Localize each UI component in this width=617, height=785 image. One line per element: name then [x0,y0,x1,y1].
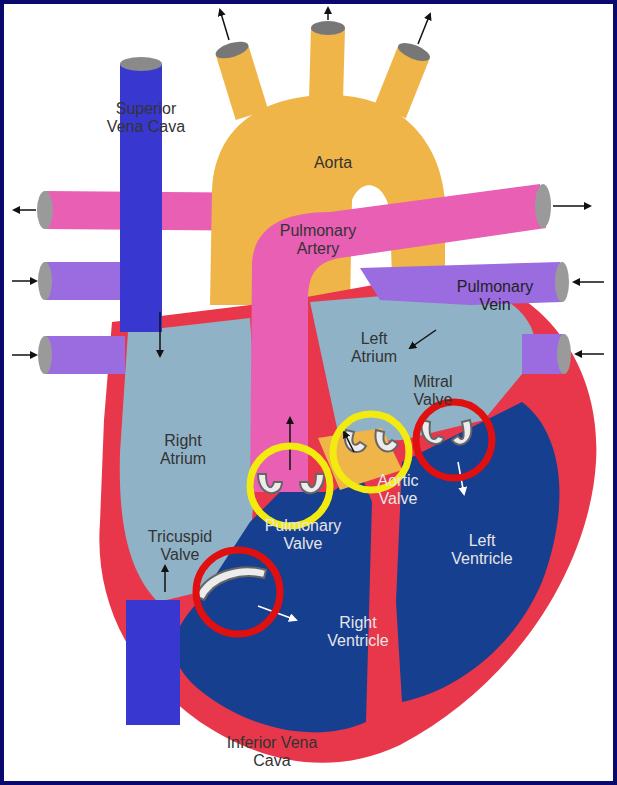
label-holder: Mitral Valve [401,373,465,410]
part-label: Superior Vena Cava [103,100,189,137]
aorta-branch [326,28,328,100]
label-holder: Pulmonary Valve [257,517,349,554]
part-label: Aorta [303,154,363,172]
part-label: Left Atrium [342,330,406,367]
label-holder: Superior Vena Cava [103,100,189,137]
label-holder: Inferior Vena Cava [226,734,318,771]
part-label: Pulmonary Valve [257,517,349,554]
vessel-end [38,262,52,300]
vessel-end [38,336,52,374]
label-holder: Pulmonary Artery [272,222,364,259]
label-holder: Left Ventricle [442,532,522,569]
part-label: Tricuspid Valve [139,528,221,565]
vessel-end [535,184,551,228]
vessel-end [214,38,251,61]
part-label: Pulmonary Artery [272,222,364,259]
part-label: Right Ventricle [318,614,398,651]
flow-arrows [12,8,604,592]
inferior-vena-cava [126,600,180,725]
ground [4,4,613,781]
label-holder: Aortic Valve [368,472,428,509]
vessel-end [311,21,345,35]
label-holder: Tricuspid Valve [139,528,221,565]
part-label: Left Ventricle [442,532,522,569]
vessel-end [120,57,162,71]
right-ventricle [175,472,372,732]
left-ventricle [396,402,559,702]
part-label: Mitral Valve [401,373,465,410]
pulmonary-vein [45,262,125,300]
part-label: Aortic Valve [368,472,428,509]
highlight-circle [250,446,330,526]
aorta-branch [390,52,414,112]
vessel-end [37,191,53,229]
vessel-end [555,262,569,302]
pulmonary-vein [45,336,125,374]
aorta-branch [232,50,252,115]
vessel-end [557,334,571,374]
highlight-circle [416,402,492,478]
part-label: Pulmonary Vein [450,278,540,315]
part-label: Inferior Vena Cava [226,734,318,771]
part-label: Right Atrium [151,432,215,469]
vessel-end [396,39,433,65]
label-holder: Pulmonary Vein [450,278,540,315]
highlight-circle [196,550,280,634]
heart-muscle [99,276,596,763]
label-holder: Right Ventricle [318,614,398,651]
label-holder: Left Atrium [342,330,406,367]
label-holder: Right Atrium [151,432,215,469]
label-holder: Aorta [303,154,363,172]
